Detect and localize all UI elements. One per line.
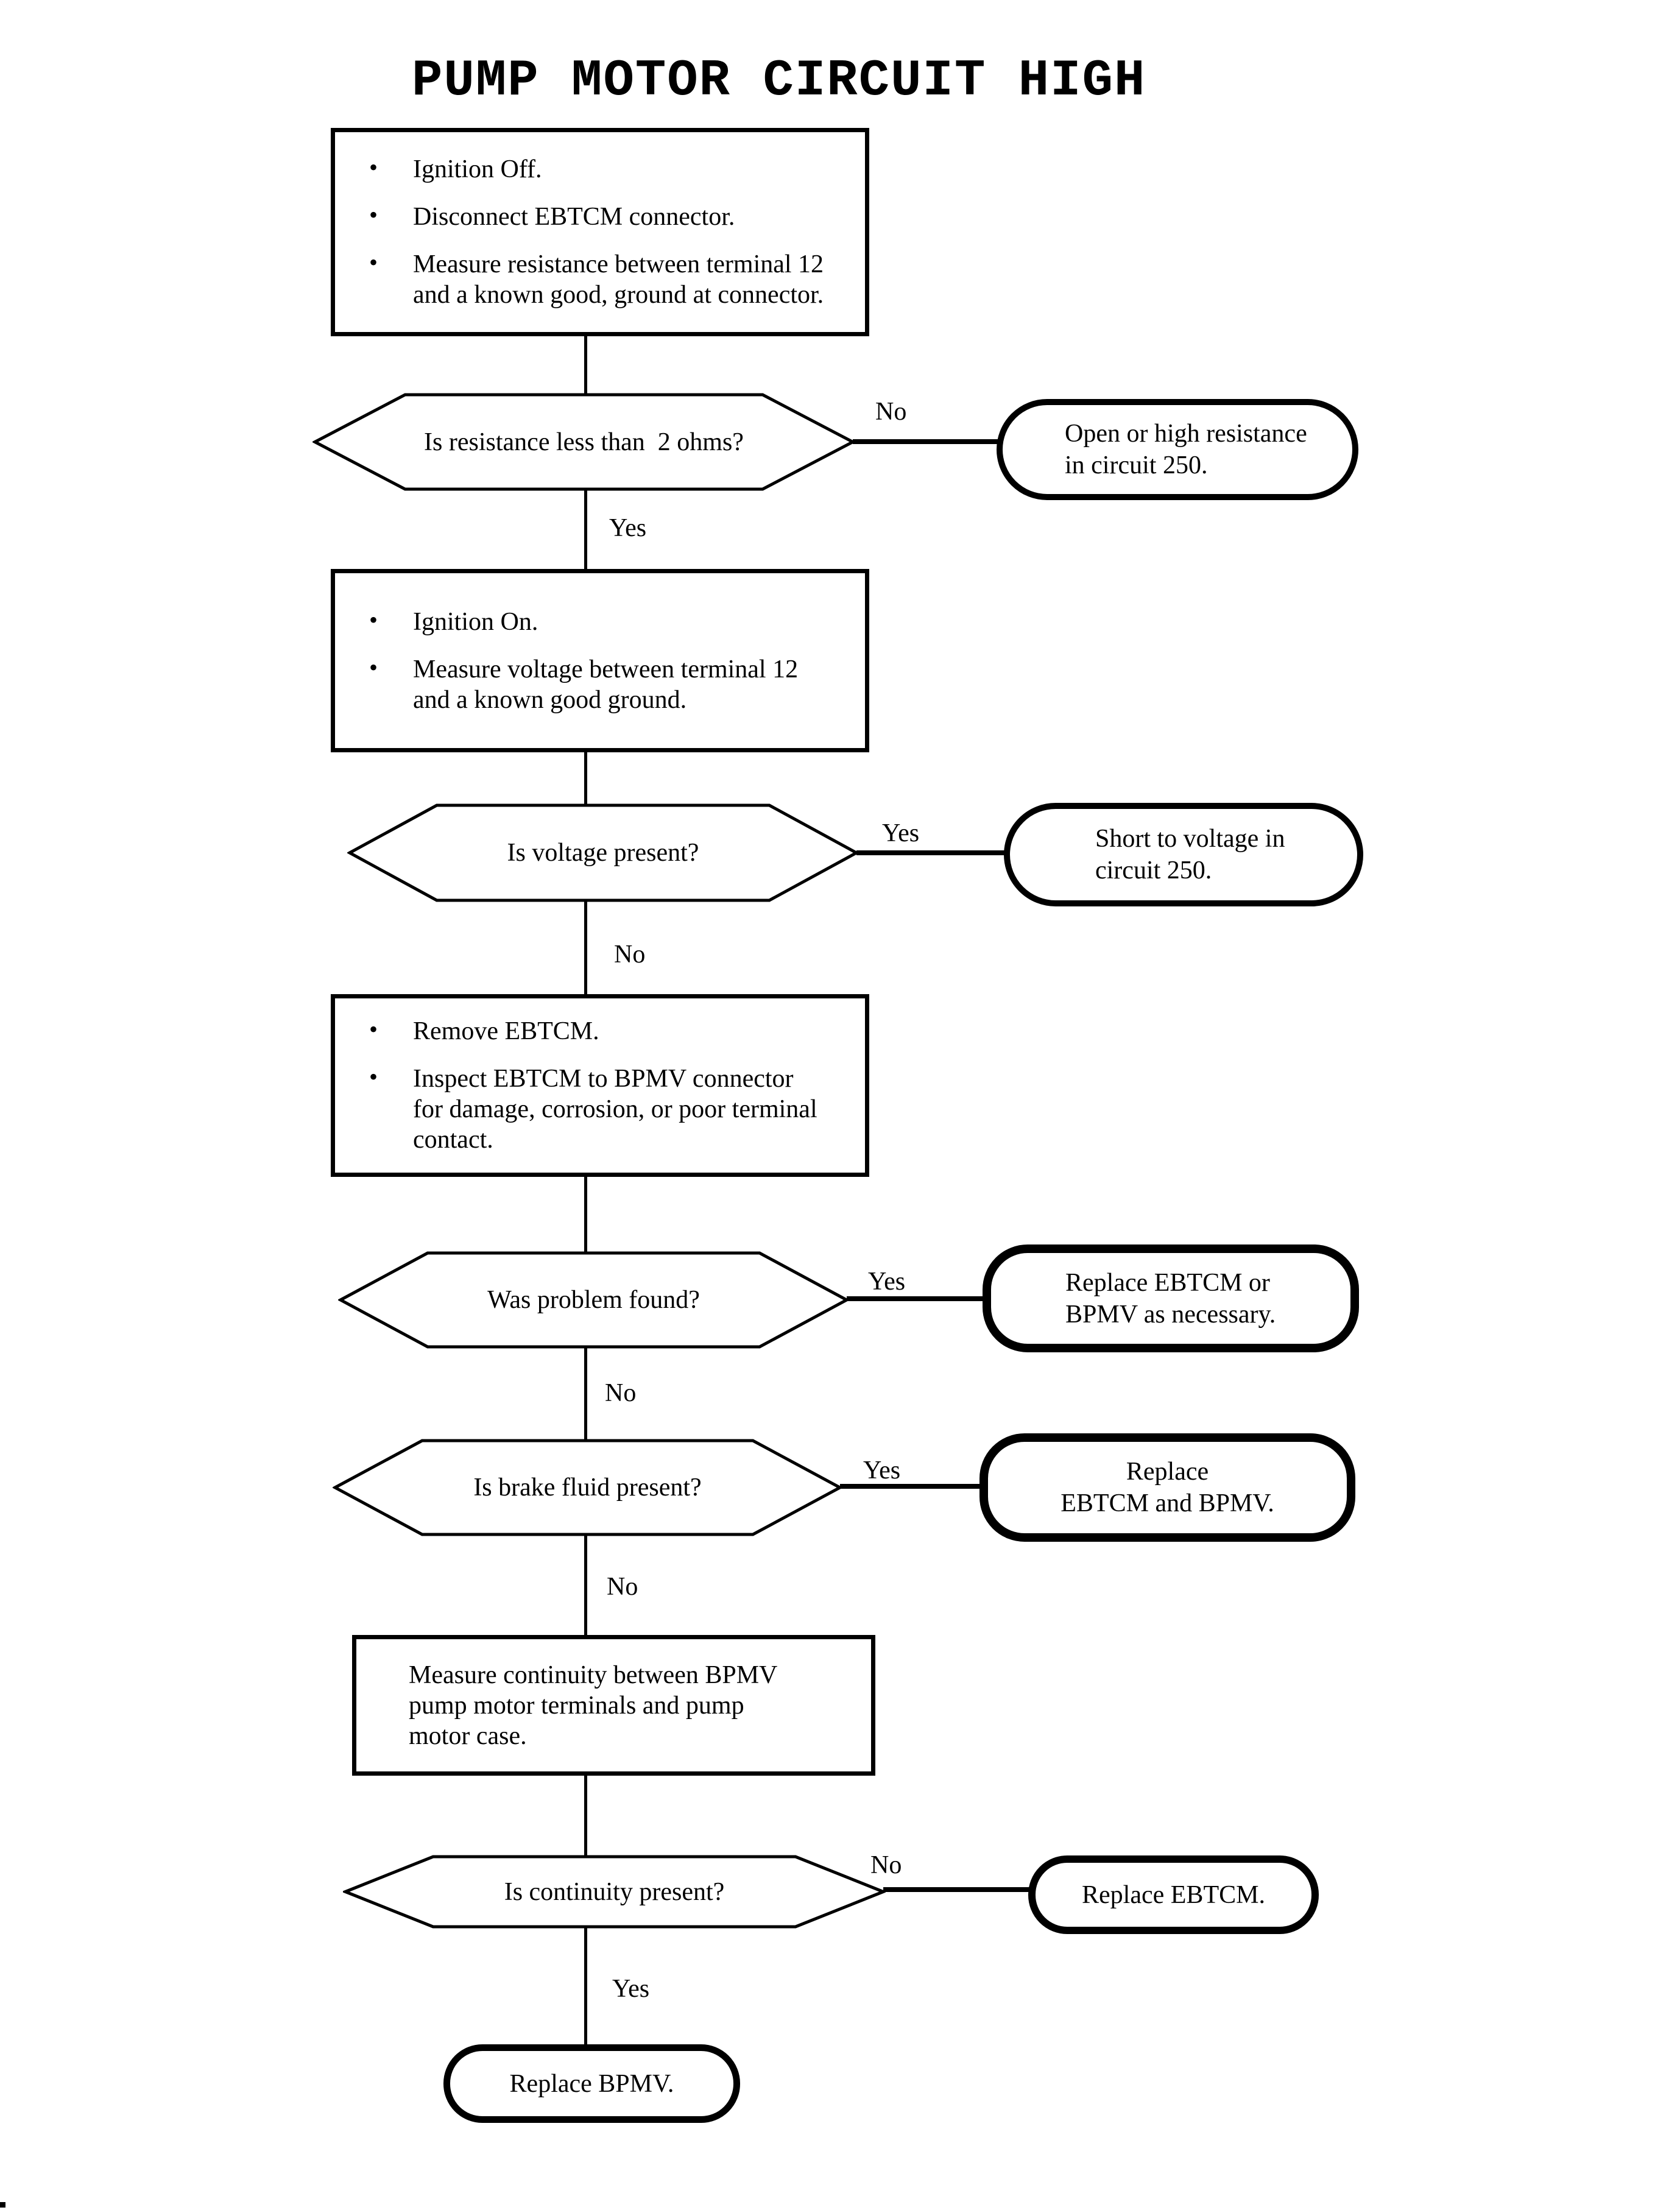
branch-label-yes: Yes <box>612 1975 650 2003</box>
list-item-text: Measure voltage between terminal 12 and … <box>413 655 799 714</box>
bullet-icon: • <box>369 154 378 181</box>
decision-continuity-label: Is continuity present? <box>504 1877 725 1906</box>
branch-label-no: No <box>605 1379 637 1407</box>
result-open-circuit: Open or high resistance in circuit 250. <box>997 399 1358 500</box>
connector-line <box>584 1348 587 1441</box>
list-item-text: Ignition Off. <box>413 155 542 183</box>
connector-line <box>584 1774 587 1857</box>
result-replace-ebtcm: Replace EBTCM. <box>1028 1855 1319 1934</box>
bullet-icon: • <box>369 1015 378 1043</box>
result-replace-both: Replace EBTCM and BPMV. <box>979 1433 1355 1542</box>
branch-label-no: No <box>607 1573 638 1601</box>
list-item: • Inspect EBTCM to BPMV connector for dam… <box>335 1063 865 1155</box>
connector-line <box>584 490 587 571</box>
connector-line <box>584 750 587 805</box>
connector-line <box>584 1536 587 1637</box>
step-check-resistance-items: • Ignition Off. • Disconnect EBTCM connect… <box>335 154 865 310</box>
decision-resistance-hexagon: Is resistance less than 2 ohms? <box>312 392 855 492</box>
bullet-icon: • <box>369 605 378 634</box>
decision-brake-fluid-label: Is brake fluid present? <box>473 1474 702 1502</box>
bullet-icon: • <box>369 201 378 228</box>
list-item-text: Disconnect EBTCM connector. <box>413 203 735 231</box>
connector-line <box>584 902 587 997</box>
bullet-icon: • <box>369 653 378 681</box>
list-item: • Measure resistance between terminal 12 … <box>335 249 865 310</box>
list-item-text: Remove EBTCM. <box>413 1017 599 1045</box>
connector-line <box>856 850 1008 855</box>
result-short-to-voltage: Short to voltage in circuit 250. <box>1004 803 1363 906</box>
bullet-icon: • <box>369 1063 378 1090</box>
step-inspect-connector-items: • Remove EBTCM. • Inspect EBTCM to BPMV co… <box>335 1015 865 1155</box>
list-item: • Ignition Off. <box>335 154 865 185</box>
result-replace-bpmv: Replace BPMV. <box>443 2044 740 2123</box>
branch-label-yes: Yes <box>609 514 647 542</box>
branch-label-yes: Yes <box>882 819 920 847</box>
step-measure-continuity-box: Measure continuity between BPMV pump mot… <box>352 1635 875 1776</box>
step-check-voltage-box: • Ignition On. • Measure voltage between t… <box>331 569 869 752</box>
step-check-voltage-items: • Ignition On. • Measure voltage between t… <box>335 605 865 715</box>
step-inspect-connector-box: • Remove EBTCM. • Inspect EBTCM to BPMV co… <box>331 994 869 1177</box>
connector-line <box>584 1176 587 1253</box>
branch-label-yes: Yes <box>868 1268 906 1296</box>
list-item: • Disconnect EBTCM connector. <box>335 201 865 232</box>
decision-continuity-hexagon: Is continuity present? <box>343 1854 886 1929</box>
list-item: • Remove EBTCM. <box>335 1015 865 1047</box>
decision-voltage-label: Is voltage present? <box>507 839 699 867</box>
connector-line <box>853 439 1000 444</box>
decision-problem-found-label: Was problem found? <box>487 1286 700 1314</box>
list-item-text: Measure resistance between terminal 12 a… <box>413 250 824 309</box>
step-measure-continuity-text: Measure continuity between BPMV pump mot… <box>409 1661 778 1750</box>
connector-line <box>883 1887 1032 1892</box>
branch-label-no: No <box>614 941 646 969</box>
branch-label-no: No <box>875 398 907 426</box>
decision-resistance-label: Is resistance less than 2 ohms? <box>424 428 744 456</box>
page-title: PUMP MOTOR CIRCUIT HIGH <box>412 52 1146 110</box>
bullet-icon: • <box>369 249 378 276</box>
decision-voltage-hexagon: Is voltage present? <box>347 803 859 903</box>
result-replace-either: Replace EBTCM or BPMV as necessary. <box>983 1244 1359 1352</box>
decision-brake-fluid-hexagon: Is brake fluid present? <box>333 1438 842 1537</box>
list-item-text: Inspect EBTCM to BPMV connector for dama… <box>413 1065 817 1154</box>
list-item: • Measure voltage between terminal 12 and… <box>335 654 865 715</box>
connector-line <box>840 1484 984 1489</box>
scan-artifact-dot <box>0 2202 5 2208</box>
branch-label-no: No <box>870 1851 902 1879</box>
list-item-text: Ignition On. <box>413 607 538 636</box>
decision-problem-found-hexagon: Was problem found? <box>338 1251 849 1349</box>
connector-line <box>584 334 587 395</box>
step-check-resistance-box: • Ignition Off. • Disconnect EBTCM connect… <box>331 128 869 336</box>
connector-line <box>584 1928 587 2047</box>
connector-line <box>847 1296 987 1301</box>
list-item: • Ignition On. <box>335 605 865 637</box>
branch-label-yes: Yes <box>863 1456 901 1485</box>
